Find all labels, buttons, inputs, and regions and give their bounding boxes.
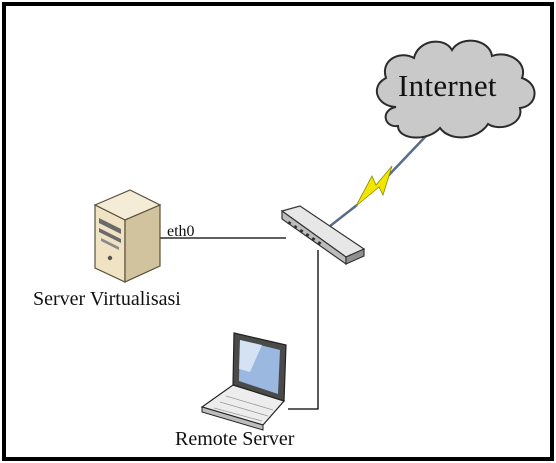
internet-label: Internet [398,68,497,103]
network-switch-icon [280,205,366,266]
lightning-link-icon [324,135,427,231]
remote-server-label: Remote Server [175,428,295,450]
interface-label-eth0: eth0 [167,223,195,240]
server-tower-icon [93,189,162,283]
connection-lines [150,237,319,410]
server-virtualisasi-label: Server Virtualisasi [33,288,181,310]
switch-remote-link [288,250,319,410]
cloud-icon [375,39,536,139]
laptop-icon [200,332,287,431]
